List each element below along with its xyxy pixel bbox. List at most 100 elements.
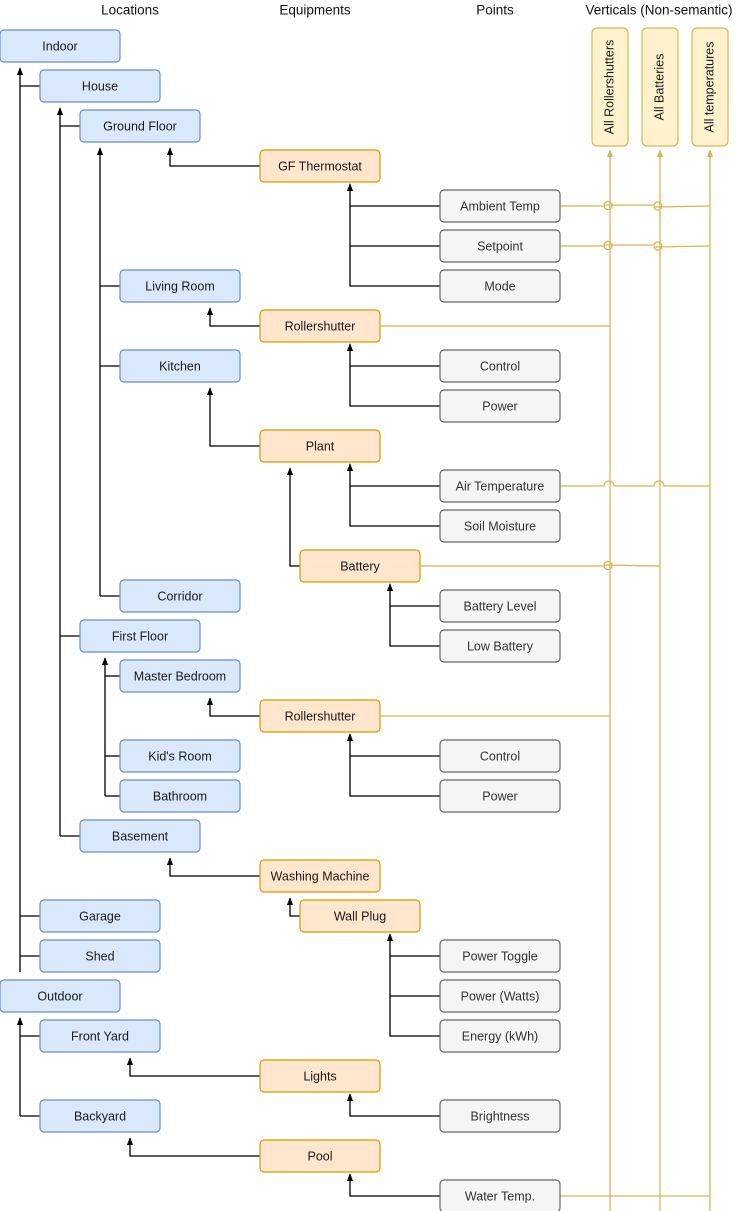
node-label: Power bbox=[482, 789, 517, 803]
node-air-temperature[interactable]: Air Temperature bbox=[439, 469, 561, 503]
node-label: Ground Floor bbox=[103, 119, 177, 133]
node-corridor[interactable]: Corridor bbox=[119, 579, 241, 613]
node-front-yard[interactable]: Front Yard bbox=[39, 1019, 161, 1053]
edge-pool-to-backyard bbox=[126, 1137, 260, 1157]
node-label: Kitchen bbox=[159, 359, 201, 373]
node-label: Brightness bbox=[470, 1109, 529, 1123]
node-living-room[interactable]: Living Room bbox=[119, 269, 241, 303]
node-label: Air Temperature bbox=[456, 479, 545, 493]
column-header-points: Points bbox=[476, 3, 514, 18]
node-power-watts[interactable]: Power (Watts) bbox=[439, 979, 561, 1013]
column-header-verticals: Verticals (Non-semantic) bbox=[585, 3, 732, 18]
node-label: Battery bbox=[340, 559, 380, 573]
node-outdoor[interactable]: Outdoor bbox=[0, 979, 121, 1013]
node-power-living[interactable]: Power bbox=[439, 389, 561, 423]
node-plant[interactable]: Plant bbox=[259, 429, 381, 463]
node-setpoint[interactable]: Setpoint bbox=[439, 229, 561, 263]
node-label: GF Thermostat bbox=[278, 159, 362, 173]
edge-mode-to-gfthermostat bbox=[349, 206, 440, 287]
edge-setpoint-to-all-temperatures bbox=[560, 240, 711, 251]
node-first-floor[interactable]: First Floor bbox=[79, 619, 201, 653]
equipment-location-edges bbox=[126, 147, 300, 1157]
node-label: Power (Watts) bbox=[461, 989, 540, 1003]
node-label: Plant bbox=[306, 439, 335, 453]
edge-washingmachine-to-basement bbox=[166, 857, 260, 877]
edge-lights-to-frontyard bbox=[126, 1057, 260, 1077]
node-label: All Batteries bbox=[652, 54, 666, 121]
node-garage[interactable]: Garage bbox=[39, 899, 161, 933]
node-kitchen[interactable]: Kitchen bbox=[119, 349, 241, 383]
node-label: Garage bbox=[79, 909, 121, 923]
node-low-battery[interactable]: Low Battery bbox=[439, 629, 561, 663]
edge-airtemperature-to-all-temperatures bbox=[560, 480, 710, 487]
edge-plant-to-kitchen bbox=[206, 387, 260, 447]
node-label: Battery Level bbox=[464, 599, 537, 613]
node-power-toggle[interactable]: Power Toggle bbox=[439, 939, 561, 973]
node-master-bedroom[interactable]: Master Bedroom bbox=[119, 659, 241, 693]
edge-rollershutter-bedroom-to-masterbedroom bbox=[206, 697, 260, 717]
node-label: Low Battery bbox=[467, 639, 534, 653]
node-bathroom[interactable]: Bathroom bbox=[119, 779, 241, 813]
node-label: All temperatures bbox=[702, 41, 716, 132]
edge-powertoggle-to-wallplug bbox=[386, 933, 440, 957]
node-ambient-temp[interactable]: Ambient Temp bbox=[439, 189, 561, 223]
node-label: Wall Plug bbox=[334, 909, 386, 923]
node-shed[interactable]: Shed bbox=[39, 939, 161, 973]
node-all-temperatures[interactable]: All temperatures bbox=[691, 27, 729, 147]
node-backyard[interactable]: Backyard bbox=[39, 1099, 161, 1133]
node-label: Backyard bbox=[74, 1109, 126, 1123]
node-battery[interactable]: Battery bbox=[299, 549, 421, 583]
column-headers: Locations Equipments Points Verticals (N… bbox=[101, 3, 732, 18]
node-all-rollershutters[interactable]: All Rollershutters bbox=[591, 27, 629, 147]
node-gf-thermostat[interactable]: GF Thermostat bbox=[259, 149, 381, 183]
node-label: Power bbox=[482, 399, 517, 413]
node-ground-floor[interactable]: Ground Floor bbox=[79, 109, 201, 143]
node-basement[interactable]: Basement bbox=[79, 819, 201, 853]
edge-rollershutter-living-to-livingroom bbox=[206, 307, 260, 327]
node-label: Rollershutter bbox=[285, 709, 356, 723]
vertical-membership-edges bbox=[380, 149, 714, 1211]
node-label: Kid's Room bbox=[148, 749, 212, 763]
node-label: Power Toggle bbox=[462, 949, 538, 963]
node-water-temp[interactable]: Water Temp. bbox=[439, 1179, 561, 1211]
edge-battery-to-plant bbox=[286, 467, 300, 567]
node-soil-moisture[interactable]: Soil Moisture bbox=[439, 509, 561, 543]
node-label: Water Temp. bbox=[465, 1189, 535, 1203]
node-pool[interactable]: Pool bbox=[259, 1139, 381, 1173]
node-house[interactable]: House bbox=[39, 69, 161, 103]
node-rollershutter-living[interactable]: Rollershutter bbox=[259, 309, 381, 343]
edge-power-bedroom-to-rollershutter bbox=[349, 756, 440, 797]
node-brightness[interactable]: Brightness bbox=[439, 1099, 561, 1133]
edge-battery-to-all-batteries bbox=[420, 560, 661, 571]
node-energy-kwh[interactable]: Energy (kWh) bbox=[439, 1019, 561, 1053]
location-hierarchy-edges bbox=[16, 67, 120, 1117]
location-nodes: Indoor House Ground Floor Living Room Ki… bbox=[0, 29, 241, 1133]
node-label: Ambient Temp bbox=[460, 199, 540, 213]
node-wall-plug[interactable]: Wall Plug bbox=[299, 899, 421, 933]
node-mode[interactable]: Mode bbox=[439, 269, 561, 303]
edge-energykwh-to-wallplug bbox=[389, 956, 440, 1037]
edge-lowbattery-to-battery bbox=[389, 606, 440, 647]
node-label: Front Yard bbox=[71, 1029, 129, 1043]
edge-control-living-to-rollershutter bbox=[346, 343, 440, 367]
node-control-bedroom[interactable]: Control bbox=[439, 739, 561, 773]
node-battery-level[interactable]: Battery Level bbox=[439, 589, 561, 623]
node-rollershutter-bedroom[interactable]: Rollershutter bbox=[259, 699, 381, 733]
node-indoor[interactable]: Indoor bbox=[0, 29, 121, 63]
node-all-batteries[interactable]: All Batteries bbox=[641, 27, 679, 147]
node-label: Shed bbox=[85, 949, 114, 963]
edge-ambienttemp-to-all-temperatures bbox=[560, 200, 711, 211]
edge-batterylevel-to-battery bbox=[386, 583, 440, 607]
edge-soilmoisture-to-plant bbox=[349, 486, 440, 527]
node-control-living[interactable]: Control bbox=[439, 349, 561, 383]
point-nodes: Ambient Temp Setpoint Mode Control Power… bbox=[439, 189, 561, 1211]
node-power-bedroom[interactable]: Power bbox=[439, 779, 561, 813]
node-kids-room[interactable]: Kid's Room bbox=[119, 739, 241, 773]
node-label: Pool bbox=[307, 1149, 332, 1163]
node-label: Control bbox=[480, 359, 520, 373]
node-lights[interactable]: Lights bbox=[259, 1059, 381, 1093]
edge-gfthermostat-to-groundfloor bbox=[166, 147, 260, 167]
edge-airtemperature-to-plant bbox=[346, 463, 440, 487]
node-washing-machine[interactable]: Washing Machine bbox=[259, 859, 381, 893]
